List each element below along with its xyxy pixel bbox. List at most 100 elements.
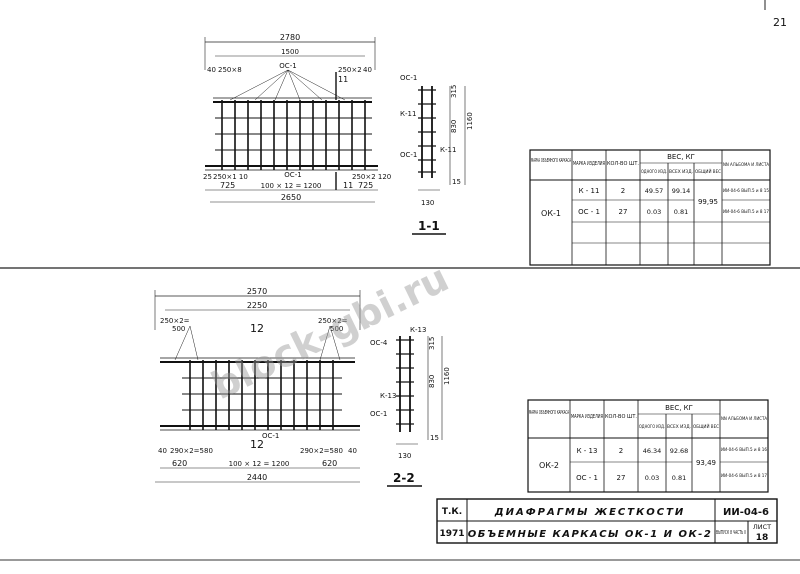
t2-h-qty: КОЛ-ВО ШТ. xyxy=(605,414,637,420)
tb-code: ИИ-04-6 xyxy=(723,507,769,518)
spec-table-ok1: МАРКА ОБЪЕМНОГО КАРКАСА МАРКА ИЗДЕЛИЯ КО… xyxy=(529,149,771,266)
t1-r1-item: ОС - 1 xyxy=(578,208,600,216)
t1-r0-qty: 2 xyxy=(621,187,625,195)
tb-sheet-no: 18 xyxy=(756,533,769,543)
tb-sheet-label: ЛИСТ xyxy=(753,523,771,531)
f2-dim-mid: 100 × 12 = 1200 xyxy=(229,460,290,468)
t2-r1-item: ОС - 1 xyxy=(576,474,598,482)
dim-left-small: 40 xyxy=(207,66,216,74)
f2-label-12-top: 12 xyxy=(250,322,264,335)
t1-h-w-total: ОБЩИЙ ВЕС xyxy=(695,168,721,175)
section-2-2-title: 2-2 xyxy=(393,471,415,485)
f2-dim-40-left: 40 xyxy=(158,447,167,455)
f2-dim-620-right: 620 xyxy=(322,459,337,468)
s1-label-oc-top: ОС-1 xyxy=(400,74,417,82)
s1-label-k11-top: К-11 xyxy=(400,110,416,118)
dim-bottom-25: 25 xyxy=(203,173,212,181)
t1-frame-mark: ОК-1 xyxy=(541,209,561,218)
f2-dim-right-500: 500 xyxy=(330,325,343,333)
f2-dim-total-bottom: 2440 xyxy=(247,473,267,482)
t2-r1-qty: 27 xyxy=(617,474,626,482)
t2-h-w-all: ВСЕХ ИЗД. xyxy=(667,424,691,430)
t1-r0-item: К - 11 xyxy=(579,187,600,195)
t1-r0-one: 49.57 xyxy=(645,187,664,195)
tb-tk: Т.К. xyxy=(442,507,462,517)
tb-issue: ВЫПУСК 8 ЧАСТЬ II xyxy=(716,530,746,536)
f2-dim-bottom-step-left: 290×2=580 xyxy=(170,447,213,455)
t2-r1-album: ИИ-04-6 ВЫП.5 и 8 17 xyxy=(721,473,767,479)
tb-line1: ДИАФРАГМЫ ЖЕСТКОСТИ xyxy=(494,507,686,518)
t1-h-w-one: ОДНОГО ИЗД. xyxy=(641,169,667,175)
s2-label-k13-top: К-13 xyxy=(410,326,426,334)
s2-label-oc-top: ОС-4 xyxy=(370,339,388,347)
t2-h-album: NN АЛЬБОМА И ЛИСТА xyxy=(721,416,768,422)
label-oc1-bottom: ОС-1 xyxy=(284,171,301,179)
t2-total: 93,49 xyxy=(696,459,716,467)
t1-r0-album: ИИ-04-6 ВЫП.5 и 8 15 xyxy=(723,188,769,194)
t1-r0-all: 99.14 xyxy=(672,187,691,195)
t2-r1-one: 0.03 xyxy=(645,474,659,482)
t2-h-mark-item: МАРКА ИЗДЕЛИЯ xyxy=(571,414,603,420)
dim-mid: 100 × 12 = 1200 xyxy=(261,182,322,190)
s2-dim-130: 130 xyxy=(398,452,411,460)
s1-dim-130: 130 xyxy=(421,199,434,207)
section-1-1: ОС-1 К-11 К-11 ОС-1 315 830 1160 15 130 … xyxy=(400,74,474,235)
t2-h-w-one: ОДНОГО ИЗД. xyxy=(639,424,665,430)
s1-dim-15: 15 xyxy=(452,178,461,186)
s1-label-oc-bottom: ОС-1 xyxy=(400,151,417,159)
t2-r0-qty: 2 xyxy=(619,447,623,455)
f2-label-12-bottom: 12 xyxy=(250,438,264,451)
s2-dim-830: 830 xyxy=(428,375,436,388)
label-11-top: 11 xyxy=(338,75,348,84)
t1-r1-album: ИИ-04-6 ВЫП.5 и 8 17 xyxy=(723,209,769,215)
t1-h-w-all: ВСЕХ ИЗД. xyxy=(669,169,693,175)
frame-ok1-elevation: 2780 1500 40 250×8 250×2 40 ОС-1 11 xyxy=(203,33,391,203)
f2-label-oc-bottom: ОС-1 xyxy=(262,432,279,440)
dim-inner-top: 1500 xyxy=(281,48,299,56)
s2-dim-315: 315 xyxy=(428,337,436,350)
dim-bottom-step-left: 250×1 10 xyxy=(213,173,248,181)
f2-dim-left-500: 500 xyxy=(172,325,185,333)
t2-r0-one: 46.34 xyxy=(643,447,662,455)
dim-725-left: 725 xyxy=(220,181,235,190)
t1-h-album: NN АЛЬБОМА И ЛИСТА xyxy=(723,162,770,168)
s1-dim-315: 315 xyxy=(450,85,458,98)
f2-dim-inner-top: 2250 xyxy=(247,301,267,310)
spec-table-ok2: МАРКА ОБЪЕМНОГО КАРКАСА МАРКА ИЗДЕЛИЯ КО… xyxy=(527,399,769,493)
t1-h-qty: КОЛ-ВО ШТ. xyxy=(607,161,639,167)
frame-ok2-elevation: 2570 2250 250×2= 500 12 250×2= 500 xyxy=(154,287,361,483)
f2-dim-40-right: 40 xyxy=(348,447,357,455)
s2-dim-15: 15 xyxy=(430,434,439,442)
s1-dim-830: 830 xyxy=(450,120,458,133)
t1-r1-qty: 27 xyxy=(619,208,628,216)
s2-label-oc-bottom: ОС-1 xyxy=(370,410,387,418)
label-oc1-top: ОС-1 xyxy=(279,62,296,70)
f2-dim-total-top: 2570 xyxy=(247,287,267,296)
dim-right-step: 250×2 xyxy=(338,66,362,74)
t1-total: 99,95 xyxy=(698,198,718,206)
dim-total-top: 2780 xyxy=(280,33,300,42)
title-block: Т.К. 1971 ДИАФРАГМЫ ЖЕСТКОСТИ ОБЪЕМНЫЕ К… xyxy=(436,498,778,544)
t2-r0-item: К - 13 xyxy=(577,447,598,455)
s2-label-k13-mid: К-13 xyxy=(380,392,396,400)
section-1-1-title: 1-1 xyxy=(418,219,440,233)
t2-h-w-total: ОБЩИЙ ВЕС xyxy=(693,423,719,430)
t1-h-mark-obj: МАРКА ОБЪЕМНОГО КАРКАСА xyxy=(531,158,571,164)
t2-r0-all: 92.68 xyxy=(670,447,689,455)
label-11-bottom: 11 xyxy=(343,181,353,190)
corner-mark: 21 xyxy=(773,16,787,29)
t1-r1-all: 0.81 xyxy=(674,208,688,216)
dim-left-step: 250×8 xyxy=(218,66,242,74)
tb-line2: ОБЪЕМНЫЕ КАРКАСЫ ОК-1 И ОК-2 xyxy=(468,529,713,540)
dim-right-small: 40 xyxy=(363,66,372,74)
t1-r1-one: 0.03 xyxy=(647,208,661,216)
t2-frame-mark: ОК-2 xyxy=(539,461,559,470)
t1-h-mark-item: МАРКА ИЗДЕЛИЯ xyxy=(573,161,605,167)
s1-dim-1160: 1160 xyxy=(466,112,474,130)
t2-r1-all: 0.81 xyxy=(672,474,686,482)
t2-r0-album: ИИ-04-6 ВЫП.5 и 8 16 xyxy=(721,447,767,453)
tb-year: 1971 xyxy=(439,529,464,539)
f2-dim-left-step: 250×2= xyxy=(160,317,190,325)
f2-dim-620-left: 620 xyxy=(172,459,187,468)
dim-bottom-step-right: 250×2 120 xyxy=(352,173,391,181)
